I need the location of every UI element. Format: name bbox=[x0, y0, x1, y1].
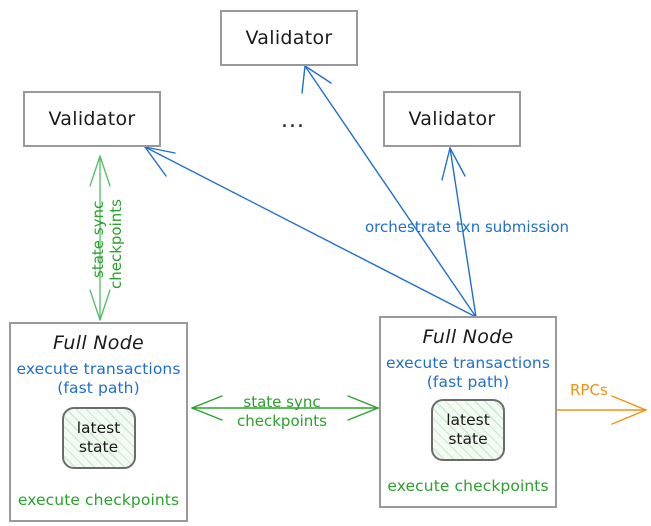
full-node-right-chip-line-2: state bbox=[448, 429, 488, 448]
full-node-left-blue-text: execute transactions (fast path) bbox=[16, 360, 180, 399]
vertical-state-sync-label: state sync bbox=[89, 200, 107, 278]
full-node-left-blue-line-1: execute transactions bbox=[16, 360, 181, 378]
vertical-checkpoints-label: checkpoints bbox=[107, 199, 125, 289]
full-node-right-green-text: execute checkpoints bbox=[387, 476, 549, 495]
validator-top-box[interactable]: Validator bbox=[220, 10, 358, 66]
full-node-right-box[interactable]: Full Node execute transactions (fast pat… bbox=[379, 316, 557, 508]
full-node-right-chip-line-1: latest bbox=[446, 411, 490, 430]
validator-right-label: Validator bbox=[408, 108, 496, 130]
full-node-left-green-text: execute checkpoints bbox=[17, 490, 180, 509]
horizontal-state-sync-line-2: checkpoints bbox=[237, 411, 327, 430]
full-node-left-title: Full Node bbox=[52, 332, 145, 354]
full-node-left-blue-line-2: (fast path) bbox=[57, 379, 140, 398]
full-node-right-title: Full Node bbox=[422, 326, 514, 348]
full-node-left-latest-state-chip[interactable]: latest state bbox=[61, 406, 136, 469]
horizontal-state-sync-line-1: state sync bbox=[243, 393, 321, 411]
full-node-left-chip-line-1: latest bbox=[76, 419, 121, 438]
full-node-left-box[interactable]: Full Node execute transactions (fast pat… bbox=[9, 322, 188, 522]
horizontal-state-sync-label: state sync checkpoints bbox=[237, 393, 327, 431]
rpcs-label: RPCs bbox=[570, 381, 608, 399]
orchestrate-txn-submission-label: orchestrate txn submission bbox=[365, 218, 570, 236]
validator-top-label: Validator bbox=[245, 27, 333, 49]
full-node-right-blue-text: execute transactions (fast path) bbox=[386, 354, 550, 393]
full-node-right-blue-line-1: execute transactions bbox=[385, 354, 551, 372]
validator-right-box[interactable]: Validator bbox=[383, 91, 521, 147]
full-node-right-blue-line-2: (fast path) bbox=[426, 373, 510, 392]
full-node-left-chip-line-2: state bbox=[78, 437, 119, 456]
validator-left-label: Validator bbox=[48, 108, 136, 130]
full-node-right-latest-state-chip[interactable]: latest state bbox=[431, 398, 505, 461]
validators-ellipsis: ... bbox=[281, 108, 305, 133]
validator-left-box[interactable]: Validator bbox=[23, 91, 161, 147]
edge-rpcs bbox=[556, 395, 647, 425]
